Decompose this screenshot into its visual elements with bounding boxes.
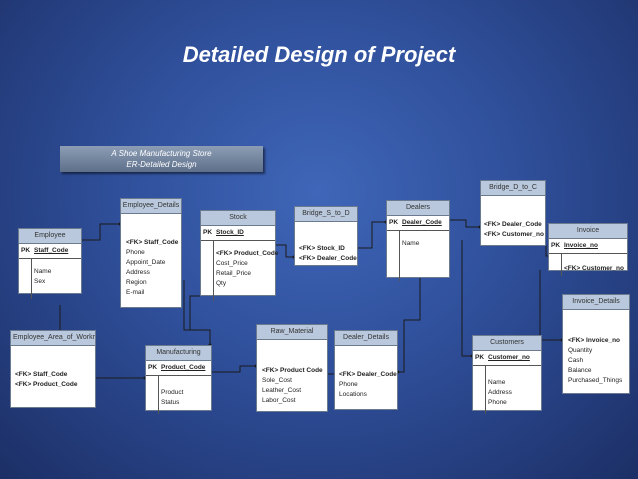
pk-field: Product_Code	[161, 364, 206, 371]
entity-bridge-d-to-c[interactable]: Bridge_D_to_C <FK> Dealer_Code <FK> Cust…	[480, 180, 546, 246]
field: Phone	[488, 399, 507, 406]
entity-raw-material[interactable]: Raw_Material <FK> Product Code Sole_Cost…	[256, 324, 328, 412]
connector-stock-manufacturing	[189, 295, 200, 330]
entity-header: Stock	[201, 211, 275, 226]
pk-label: PK	[203, 229, 213, 236]
field: Quantity	[568, 347, 593, 354]
pk-row: PK Invoice_no	[549, 239, 627, 254]
field: Address	[126, 269, 150, 276]
field: Balance	[568, 367, 592, 374]
entity-header: Employee_Area_of_Workr	[11, 331, 95, 346]
field: Status	[161, 399, 180, 406]
field: <FK> Stock_ID	[299, 245, 345, 252]
field: <FK> Product_Code	[15, 381, 78, 388]
entity-header: Employee_Details	[121, 199, 181, 214]
entity-employee[interactable]: Employee PK Staff_Code Name Sex	[18, 228, 82, 299]
diagram-banner: A Shoe Manufacturing Store ER-Detailed D…	[60, 146, 263, 172]
connector-bridge-dealers	[358, 221, 386, 249]
entity-customers[interactable]: Customers PK Customer_no Name Address Ph…	[472, 335, 542, 414]
field: Cash	[568, 357, 584, 364]
pk-field: Staff_Code	[34, 247, 69, 254]
pk-row: PK Staff_Code	[19, 244, 81, 259]
entity-invoice-details[interactable]: Invoice_Details <FK> Invoice_no Quantity…	[562, 294, 630, 394]
field: Labor_Cost	[262, 397, 296, 404]
field: <FK> Customer_no	[484, 231, 544, 238]
connector-employee-details-manufacturing	[183, 280, 211, 345]
pk-label: PK	[389, 219, 399, 226]
field: Locations	[339, 391, 367, 398]
field: Phone	[126, 249, 145, 256]
banner-line-1: A Shoe Manufacturing Store	[111, 149, 212, 158]
entity-bridge-s-to-d[interactable]: Bridge_S_to_D <FK> Stock_ID <FK> Dealer_…	[294, 206, 358, 266]
connector-dealers-dealer-details	[398, 278, 421, 373]
connector-bridge-dc-customers	[461, 240, 472, 357]
entity-header: Bridge_S_to_D	[295, 207, 357, 222]
field: Phone	[339, 381, 358, 388]
field: <FK> Product Code	[262, 367, 323, 374]
field: Name	[488, 379, 506, 386]
entity-header: Employee	[19, 229, 81, 244]
connector-dealers-bridge-dc	[450, 219, 480, 228]
pk-row: PK Product_Code	[146, 361, 211, 376]
field: Qty	[216, 280, 227, 287]
pk-label: PK	[551, 242, 561, 249]
field: <FK> Staff_Code	[15, 371, 68, 378]
connector-bridge-dc-invoice	[545, 245, 548, 257]
connector-manufacturing-raw	[212, 365, 256, 373]
field: <FK> Dealer_Code	[299, 255, 357, 262]
pk-field: Invoice_no	[564, 242, 598, 249]
field: Leather_Cost	[262, 387, 302, 394]
field: Product	[161, 389, 184, 396]
entity-header: Customers	[473, 336, 541, 351]
field: <FK> Staff_Code	[126, 239, 179, 246]
entity-header: Invoice_Details	[563, 295, 629, 310]
entity-dealer-details[interactable]: Dealer_Details <FK> Dealer_Code Phone Lo…	[334, 330, 398, 410]
field: Appoint_Date	[126, 259, 166, 266]
field: Purchased_Things	[568, 377, 623, 384]
connector-employee-employee-details	[82, 223, 120, 241]
connector-stock-bridge	[276, 244, 294, 258]
banner-line-2: ER-Detailed Design	[126, 160, 197, 169]
field: Name	[402, 240, 420, 247]
field: <FK> Product_Code	[216, 250, 279, 257]
connector-invoice-invoice-details	[539, 270, 562, 341]
field: <FK> Dealer_Code	[484, 221, 542, 228]
pk-row: PK Dealer_Code	[387, 216, 449, 231]
pk-field: Customer_no	[488, 354, 530, 361]
field: <FK> Dealer_Code	[339, 371, 397, 378]
field: <FK> Invoice_no	[568, 337, 621, 344]
field: Sex	[34, 278, 46, 285]
field: Region	[126, 279, 147, 286]
entity-header: Invoice	[549, 224, 627, 239]
field: Cost_Price	[216, 260, 248, 267]
entity-manufacturing[interactable]: Manufacturing PK Product_Code Product St…	[145, 345, 212, 414]
entity-header: Raw_Material	[257, 325, 327, 340]
pk-row: PK Customer_no	[473, 351, 541, 366]
field: E-mail	[126, 289, 145, 296]
entity-header: Bridge_D_to_C	[481, 181, 545, 196]
slide-title: Detailed Design of Project	[182, 42, 456, 67]
pk-field: Dealer_Code	[402, 219, 442, 226]
field: <FK> Customer_no	[564, 265, 624, 272]
entity-stock[interactable]: Stock PK Stock_ID <FK> Product_Code Cost…	[200, 210, 279, 301]
pk-label: PK	[148, 364, 158, 371]
entity-dealers[interactable]: Dealers PK Dealer_Code Name	[386, 200, 450, 281]
entity-employee-details[interactable]: Employee_Details <FK> Staff_Code Phone A…	[120, 198, 182, 308]
entity-header: Dealers	[387, 201, 449, 216]
field: Address	[488, 389, 512, 396]
entity-header: Dealer_Details	[335, 331, 397, 346]
pk-row: PK Stock_ID	[201, 226, 275, 241]
entity-employee-area-of-work[interactable]: Employee_Area_of_Workr <FK> Staff_Code <…	[10, 330, 96, 408]
pk-field: Stock_ID	[216, 229, 244, 236]
field: Sole_Cost	[262, 377, 292, 384]
field: Retail_Price	[216, 270, 252, 277]
pk-label: PK	[475, 354, 485, 361]
entity-header: Manufacturing	[146, 346, 211, 361]
field: Name	[34, 268, 52, 275]
entity-invoice[interactable]: Invoice PK Invoice_no <FK> Customer_no	[548, 223, 628, 276]
pk-label: PK	[21, 247, 31, 254]
